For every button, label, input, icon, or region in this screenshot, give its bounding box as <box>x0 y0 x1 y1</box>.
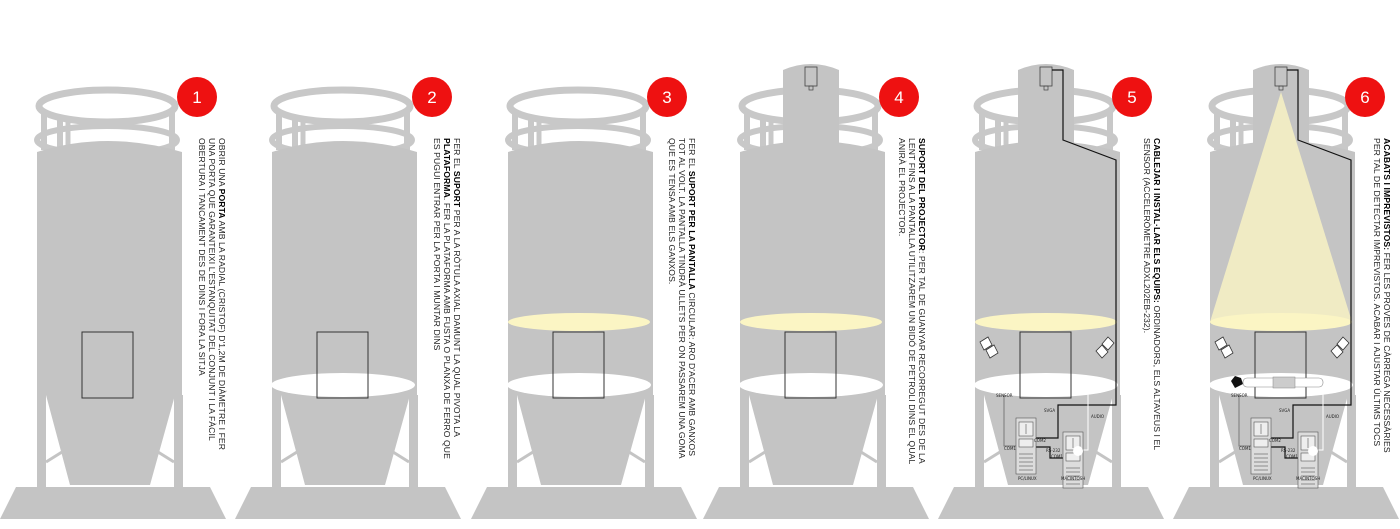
step-text: ORDINADORS, ELS ALTAVEUS I EL SENSOR (AC… <box>1142 138 1162 450</box>
step-1-description: OBRIR UNA PORTA AMB LA RADIAL (CRISTOF) … <box>193 138 227 468</box>
step-text: OBRIR UNA <box>217 138 227 189</box>
label-sensor: SENSOR <box>996 393 1013 398</box>
step-text: AMB LA RADIAL (CRISTOF) D'1,2M DE DIÀMET… <box>197 138 227 451</box>
step-badge-4: 4 <box>879 77 919 117</box>
step-text: PER A LA RÒTULA AXIAL DAMUNT LA QUAL PIV… <box>452 207 462 437</box>
step-badge-3: 3 <box>647 77 687 117</box>
step-text-bold: PORTA <box>217 188 227 219</box>
step-6-description: ACABATS I IMPREVISTOS: FER LES PROVES DE… <box>1358 138 1392 468</box>
label-svga: SVGA <box>1044 408 1055 413</box>
panel-6-silo: SENSOR SVGA AUDIO COM2 RS-232 COM1 COM1 … <box>1173 63 1399 519</box>
step-2-description: FER EL SUPORT PER A LA RÒTULA AXIAL DAMU… <box>428 138 462 468</box>
label-sensor: SENSOR <box>1231 393 1248 398</box>
panel-5-silo: SENSOR SVGA AUDIO COM2 RS-232 COM1 COM1 … <box>938 63 1164 519</box>
step-text: FER EL <box>452 138 462 171</box>
label-com1-pc: COM1 <box>1239 446 1251 451</box>
step-5-description: CABLEJAR I INSTAL·LAR ELS EQUIPS: ORDINA… <box>1128 138 1162 468</box>
svg-text:4: 4 <box>894 88 903 107</box>
step-text: CIRCULAR: ARO D'ACER AMB GANXOS TOT AL V… <box>667 138 697 459</box>
step-badge-5: 5 <box>1112 77 1152 117</box>
svg-text:5: 5 <box>1127 88 1136 107</box>
label-pc-linux: PC/LINUX <box>1018 476 1037 481</box>
label-pc-linux: PC/LINUX <box>1253 476 1272 481</box>
step-badge-6: 6 <box>1345 77 1385 117</box>
pc-linux-computer <box>1015 417 1037 475</box>
step-text-bold: PLATAFORMA <box>442 138 452 198</box>
step-text: FER LES PROVES DE CÀRREGA NECESSÀRIES PE… <box>1372 138 1392 453</box>
step-text-bold: SUPORT PER LA PANTALLA <box>687 170 697 290</box>
label-audio: AUDIO <box>1326 414 1339 419</box>
label-com1-pc: COM1 <box>1004 446 1016 451</box>
step-badge-1: 1 <box>177 77 217 117</box>
svg-text:2: 2 <box>427 88 436 107</box>
svg-text:1: 1 <box>192 88 201 107</box>
label-macintosh: MACINTOSH <box>1061 476 1085 481</box>
step-4-description: SUPORT DEL PROJECTOR: PER TAL DE GUANYAR… <box>893 138 927 468</box>
step-text: FER EL <box>687 138 697 171</box>
step-text-bold: SUPORT <box>452 170 462 208</box>
step-text-bold: SUPORT DEL PROJECTOR <box>917 138 927 251</box>
label-rs232: RS-232 <box>1281 448 1296 453</box>
label-macintosh: MACINTOSH <box>1296 476 1320 481</box>
label-com1-mac: COM1 <box>1286 454 1298 459</box>
svg-text:3: 3 <box>662 88 671 107</box>
label-com2: COM2 <box>1034 438 1046 443</box>
step-text: : PER TAL DE GUANYAR RECORREGUT DES DE L… <box>897 138 927 465</box>
label-audio: AUDIO <box>1091 414 1104 419</box>
label-com1-mac: COM1 <box>1051 454 1063 459</box>
step-text-bold: ACABATS I IMPREVISTOS: <box>1382 138 1392 251</box>
label-svga: SVGA <box>1279 408 1290 413</box>
step-badge-2: 2 <box>412 77 452 117</box>
pc-linux-computer <box>1250 417 1272 475</box>
person-lying-icon <box>1231 376 1324 389</box>
step-3-description: FER EL SUPORT PER LA PANTALLA CIRCULAR: … <box>663 138 697 468</box>
label-com2: COM2 <box>1269 438 1281 443</box>
label-rs232: RS-232 <box>1046 448 1061 453</box>
svg-text:6: 6 <box>1360 88 1369 107</box>
step-text: . FER LA PLATAFORMA AMB FUSTA O PLANXA D… <box>432 138 452 459</box>
step-text-bold: CABLEJAR I INSTAL·LAR ELS EQUIPS: <box>1152 138 1162 303</box>
projector-light-cone <box>1210 92 1352 322</box>
